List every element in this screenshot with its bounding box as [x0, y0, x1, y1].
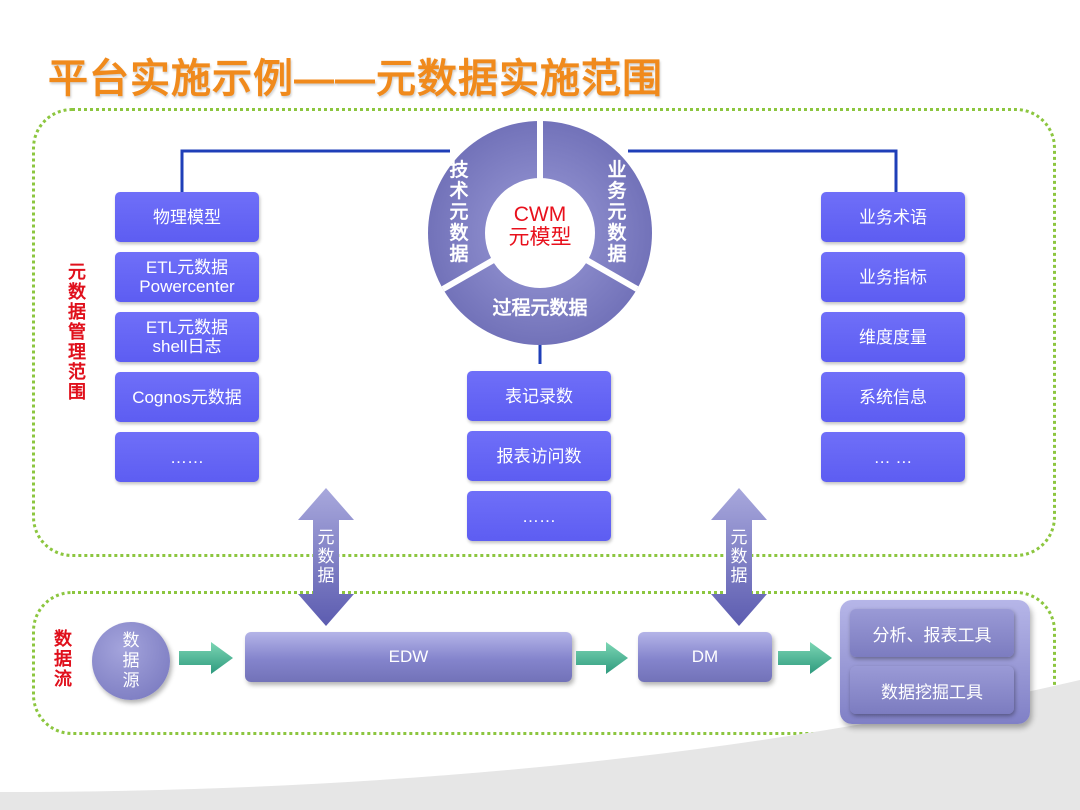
double-arrow-right — [711, 488, 767, 626]
center-item-more: …… — [467, 491, 611, 541]
arrow-label-left: 元数据 — [317, 528, 335, 585]
background-swoosh — [0, 680, 1080, 810]
data-source-circle: 数据源 — [92, 622, 170, 700]
wheel-center-line1: CWM — [513, 203, 567, 226]
right-item-business-terms: 业务术语 — [821, 192, 965, 242]
right-item-business-metrics: 业务指标 — [821, 252, 965, 302]
double-arrow-left — [298, 488, 354, 626]
right-item-system-info: 系统信息 — [821, 372, 965, 422]
section-label-data-flow: 数据流 — [54, 629, 72, 689]
wheel-segment-process: 过程元数据 — [492, 298, 588, 319]
center-item-table-row-count: 表记录数 — [467, 371, 611, 421]
page-title: 平台实施示例——元数据实施范围 — [48, 57, 663, 101]
center-item-report-access-count: 报表访问数 — [467, 431, 611, 481]
section-label-metadata-scope: 元数据管理范围 — [68, 262, 86, 402]
tool-analysis-report: 分析、报表工具 — [850, 609, 1014, 657]
left-item-cognos: Cognos元数据 — [115, 372, 259, 422]
data-flow-region — [32, 591, 1056, 735]
wheel-center-line2: 元模型 — [508, 226, 572, 249]
right-item-more: … … — [821, 432, 965, 482]
cwm-wheel — [428, 121, 652, 345]
left-item-physical-model: 物理模型 — [115, 192, 259, 242]
dm-box: DM — [638, 632, 772, 682]
edw-box: EDW — [245, 632, 572, 682]
tool-data-mining: 数据挖掘工具 — [850, 666, 1014, 714]
wheel-center-label: CWM 元模型 — [490, 203, 590, 249]
left-item-etl-powercenter: ETL元数据 Powercenter — [115, 252, 259, 302]
right-item-dimensions-measures: 维度度量 — [821, 312, 965, 362]
arrow-label-right: 元数据 — [730, 528, 748, 585]
wheel-segment-business: 业务元数据 — [607, 160, 627, 265]
data-source-label: 数据源 — [122, 631, 140, 690]
wheel-segment-technical: 技术元数据 — [449, 160, 469, 265]
left-item-etl-shell-log: ETL元数据 shell日志 — [115, 312, 259, 362]
left-item-more: …… — [115, 432, 259, 482]
metadata-scope-region — [32, 108, 1056, 557]
